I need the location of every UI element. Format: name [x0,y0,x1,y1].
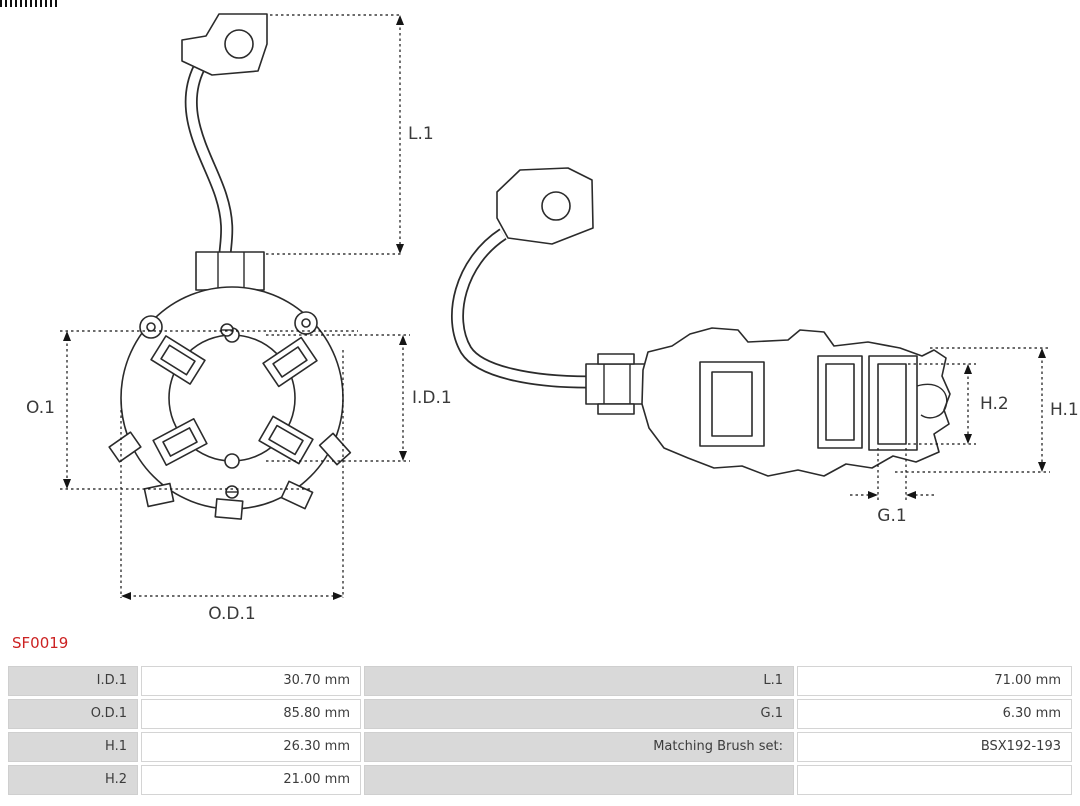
barcode-mark [0,0,58,7]
dim-label-h2: H.2 [980,394,1009,414]
dim-label-id1: I.D.1 [412,388,452,408]
side-view-drawing [450,167,951,477]
front-view-drawing [108,13,352,520]
dim-label-o1: O.1 [26,398,55,418]
spec-table: I.D.1 30.70 mm L.1 71.00 mm O.D.1 85.80 … [8,666,1072,798]
dim-label-od1: O.D.1 [208,604,256,624]
table-row: I.D.1 30.70 mm L.1 71.00 mm [8,666,1072,696]
technical-drawing-canvas [60,13,1050,600]
table-row: O.D.1 85.80 mm G.1 6.30 mm [8,699,1072,729]
part-number: SF0019 [12,634,69,652]
dim-label-h1: H.1 [1050,400,1079,420]
spec-name-cell: O.D.1 [8,699,138,729]
spec-name-cell: H.2 [8,765,138,795]
spec-value-cell: BSX192-193 [797,732,1072,762]
dimension-annotations [60,14,1050,600]
table-row: H.2 21.00 mm [8,765,1072,795]
spec-value-cell: 71.00 mm [797,666,1072,696]
spec-value-cell: 30.70 mm [141,666,361,696]
spec-name-cell: I.D.1 [8,666,138,696]
spec-value-cell: 21.00 mm [141,765,361,795]
technical-diagram-area: L.1 O.1 I.D.1 O.D.1 H.2 H.1 G.1 [26,13,1079,624]
dim-label-g1: G.1 [877,506,907,526]
dim-label-l1: L.1 [408,124,434,144]
spec-name-cell: G.1 [364,699,794,729]
spec-value-cell: 6.30 mm [797,699,1072,729]
spec-name-cell: H.1 [8,732,138,762]
table-row: H.1 26.30 mm Matching Brush set: BSX192-… [8,732,1072,762]
spec-value-cell [797,765,1072,795]
spec-value-cell: 26.30 mm [141,732,361,762]
spec-name-cell: L.1 [364,666,794,696]
spec-name-cell: Matching Brush set: [364,732,794,762]
spec-name-cell [364,765,794,795]
spec-value-cell: 85.80 mm [141,699,361,729]
